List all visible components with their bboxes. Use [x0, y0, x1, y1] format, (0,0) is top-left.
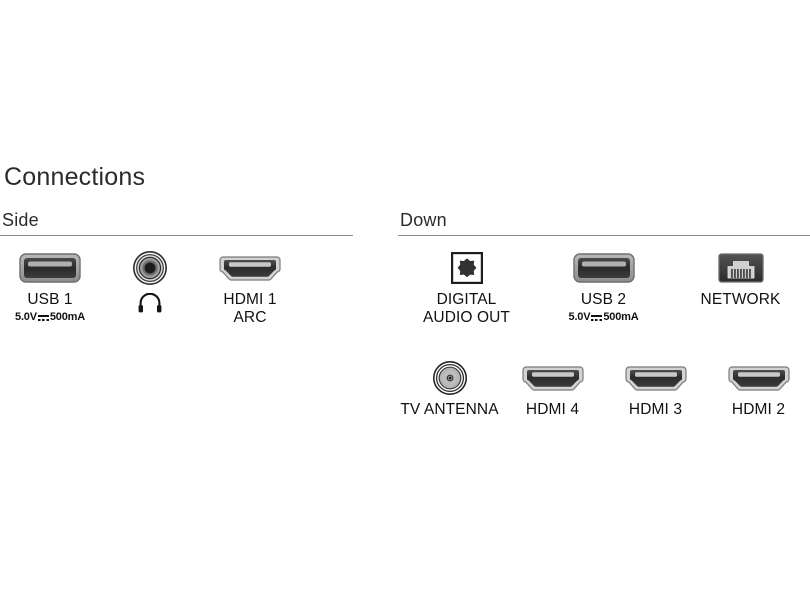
hdmi-port-icon: [727, 362, 790, 394]
hdmi-port-icon: [219, 252, 281, 284]
usb-port-icon: [572, 252, 635, 284]
page-title: Connections: [4, 163, 146, 191]
coaxial-antenna-icon: [432, 361, 467, 395]
port-hdmi-4: HDMI 4: [501, 362, 604, 419]
port-row-side: USB 1 5.0V 500mA: [0, 251, 300, 327]
power-voltage-usb-1: 5.0V: [15, 311, 37, 323]
port-digital-audio-out: DIGITAL AUDIO OUT: [398, 252, 535, 327]
port-headphone-jack: [100, 251, 200, 327]
section-down: Down: [398, 209, 810, 236]
headphones-icon: [137, 292, 163, 318]
port-hdmi-2: HDMI 2: [707, 362, 810, 419]
port-hdmi-1-arc: HDMI 1 ARC: [200, 252, 300, 327]
hdmi-port-icon: [521, 362, 584, 394]
power-current-usb-1: 500mA: [49, 311, 85, 323]
power-current-usb-2: 500mA: [603, 311, 639, 323]
port-row-down-2: TV ANTENNA HDMI 4 HDMI 3: [398, 361, 810, 419]
port-tv-antenna: TV ANTENNA: [398, 361, 501, 419]
port-label-usb-1: USB 1: [27, 291, 73, 308]
headphone-jack-icon: [133, 251, 167, 285]
port-label-digital-audio-out: DIGITAL AUDIO OUT: [422, 291, 510, 326]
port-label-usb-2: USB 2: [580, 291, 627, 308]
section-header-side: Side: [2, 210, 39, 230]
port-label-network: NETWORK: [700, 291, 781, 308]
port-label-hdmi-1-arc: HDMI 1 ARC: [223, 291, 277, 326]
port-label-hdmi-3: HDMI 3: [628, 401, 683, 418]
port-usb-1: USB 1 5.0V 500mA: [0, 252, 100, 327]
section-header-down: Down: [400, 210, 447, 230]
optical-audio-icon: [450, 252, 483, 284]
port-row-down-1: DIGITAL AUDIO OUT USB 2 5.0V 500mA: [398, 252, 810, 327]
port-label-hdmi-4: HDMI 4: [525, 401, 580, 418]
dc-power-icon: [37, 313, 49, 322]
port-label-tv-antenna: TV ANTENNA: [400, 401, 499, 418]
port-power-rating-usb-2: 5.0V 500mA: [569, 311, 639, 323]
dc-power-icon: [591, 313, 603, 322]
usb-port-icon: [19, 252, 81, 284]
power-voltage-usb-2: 5.0V: [568, 311, 591, 323]
section-divider-down: [398, 235, 810, 236]
port-label-hdmi-2: HDMI 2: [731, 401, 786, 418]
section-side: Side: [0, 209, 353, 236]
port-power-rating-usb-1: 5.0V 500mA: [15, 311, 85, 323]
port-hdmi-3: HDMI 3: [604, 362, 707, 419]
port-usb-2: USB 2 5.0V 500mA: [535, 252, 672, 327]
hdmi-port-icon: [624, 362, 687, 394]
rj45-network-icon: [717, 252, 764, 284]
port-network: NETWORK: [672, 252, 809, 327]
section-divider-side: [0, 235, 353, 236]
